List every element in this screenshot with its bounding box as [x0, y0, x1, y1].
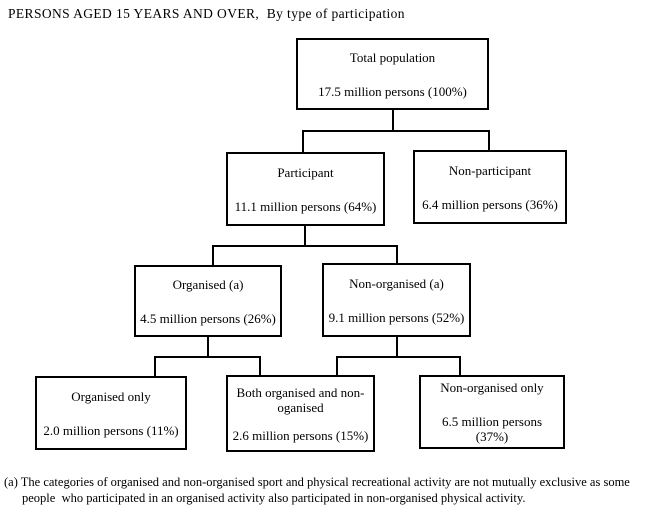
node-value: 4.5 million persons (26%) [140, 310, 276, 326]
node-non-organised-only: Non-organised only 6.5 million persons (… [419, 375, 565, 449]
node-value: 9.1 million persons (52%) [328, 309, 465, 325]
node-label: Organised (a) [172, 276, 244, 292]
connector-line [212, 245, 214, 265]
connector-line [396, 337, 398, 358]
connector-line [154, 356, 261, 358]
node-both-organised-and-non-organised: Both organised and non-oganised 2.6 mill… [226, 375, 375, 452]
node-value: 2.0 million persons (11%) [43, 422, 179, 438]
connector-line [304, 226, 306, 247]
connector-line [302, 130, 490, 132]
node-value: 17.5 million persons (100%) [318, 83, 467, 99]
node-value: 6.5 million persons (37%) [441, 414, 543, 444]
node-non-organised: Non-organised (a) 9.1 million persons (5… [322, 263, 471, 337]
node-label: Participant [277, 164, 334, 180]
node-value: 6.4 million persons (36%) [422, 196, 558, 212]
node-organised-only: Organised only 2.0 million persons (11%) [35, 376, 187, 450]
connector-line [207, 337, 209, 358]
node-total-population: Total population 17.5 million persons (1… [296, 38, 489, 110]
node-label: Non-participant [448, 162, 532, 178]
connector-line [154, 356, 156, 376]
page-title: PERSONS AGED 15 YEARS AND OVER, By type … [8, 6, 405, 21]
connector-line [212, 245, 398, 247]
footnote-line-1: (a) The categories of organised and non-… [4, 475, 630, 489]
node-participant: Participant 11.1 million persons (64%) [226, 152, 385, 226]
connector-line [396, 245, 398, 263]
connector-line [488, 130, 490, 150]
node-non-participant: Non-participant 6.4 million persons (36%… [413, 150, 567, 224]
connector-line [259, 356, 261, 375]
node-organised: Organised (a) 4.5 million persons (26%) [134, 265, 282, 337]
node-value: 2.6 million persons (15%) [232, 427, 369, 443]
connector-line [459, 356, 461, 375]
node-label: Non-organised (a) [349, 275, 444, 291]
connector-line [336, 356, 461, 358]
footnote-line-2: people who participated in an organised … [22, 491, 526, 505]
node-label: Non-organised only [440, 380, 544, 395]
node-label: Organised only [71, 388, 151, 404]
node-label: Total population [349, 49, 436, 65]
connector-line [302, 130, 304, 152]
connector-line [392, 110, 394, 132]
connector-line [336, 356, 338, 375]
node-label: Both organised and non-oganised [236, 384, 365, 415]
node-value: 11.1 million persons (64%) [234, 198, 377, 214]
